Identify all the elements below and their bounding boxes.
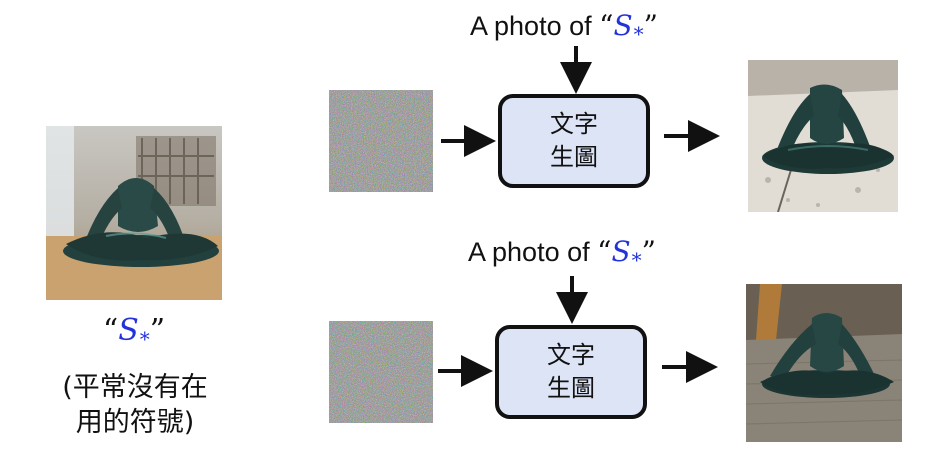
noise-image-row-1	[329, 90, 433, 192]
token-subscript: *	[139, 327, 150, 351]
noise-image-row-2	[329, 321, 433, 423]
token-subscript: *	[631, 248, 642, 272]
reference-note-line2: 用的符號)	[75, 407, 195, 438]
reference-note-line1: (平常沒有在	[62, 372, 208, 403]
text-to-image-model-row-2: 文字 生圖	[495, 325, 647, 419]
text-to-image-model-row-1: 文字 生圖	[498, 94, 650, 188]
prompt-row-1: A photo of “S*”	[470, 9, 658, 46]
token-symbol: S	[611, 235, 631, 268]
prompt-row-2: A photo of “S*”	[468, 235, 656, 272]
token-open-quote: “	[597, 235, 612, 268]
reference-note: (平常沒有在 用的符號)	[30, 370, 240, 440]
token-symbol: S	[118, 313, 139, 348]
prompt-text: A photo of	[470, 11, 600, 41]
generated-photo-row-2	[746, 284, 902, 442]
token-open-quote: “	[102, 313, 119, 348]
token-close-quote: ”	[643, 9, 658, 42]
model-label-line1: 文字	[547, 341, 595, 369]
model-label-line2: 生圖	[550, 143, 598, 171]
token-symbol: S	[613, 9, 633, 42]
reference-token: “S*”	[84, 313, 184, 351]
reference-photo	[46, 126, 222, 300]
model-label-line2: 生圖	[547, 374, 595, 402]
generated-photo-row-1	[748, 60, 898, 212]
model-label-line1: 文字	[550, 110, 598, 138]
token-close-quote: ”	[149, 313, 166, 348]
token-close-quote: ”	[641, 235, 656, 268]
prompt-text: A photo of	[468, 237, 598, 267]
token-subscript: *	[633, 22, 644, 46]
token-open-quote: “	[599, 9, 614, 42]
